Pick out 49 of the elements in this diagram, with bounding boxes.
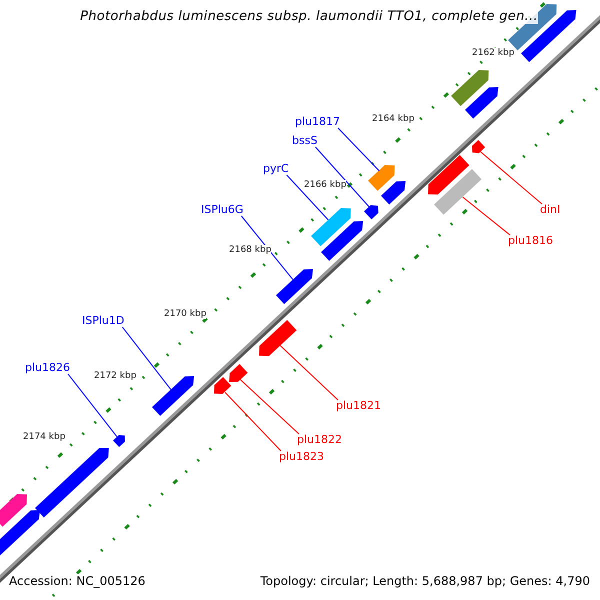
gene-feature — [112, 435, 125, 448]
scale-label: 2170 kbp — [164, 309, 206, 319]
gene-label: plu1816 — [508, 235, 554, 247]
scale-label: 2172 kbp — [94, 371, 136, 381]
gene-feature — [258, 320, 296, 356]
scale-label: 2168 kbp — [229, 245, 272, 255]
genome-summary: Topology: circular; Length: 5,688,987 bp; Genes: 4,790 — [260, 574, 590, 588]
scale-label: 2174 kbp — [23, 432, 66, 442]
gene-feature — [465, 87, 499, 120]
gene-feature — [34, 448, 109, 518]
gene-label: plu1826 — [25, 362, 70, 374]
gene-label: bssS — [292, 135, 318, 147]
gene-feature — [434, 169, 482, 215]
gene-label: plu1823 — [279, 451, 324, 463]
leader-line — [224, 392, 282, 452]
gene-feature — [472, 140, 486, 154]
gene-feature — [450, 70, 488, 106]
scale-label: 2164 kbp — [372, 114, 414, 124]
gene-feature — [276, 268, 314, 304]
leader-line — [279, 344, 338, 400]
gene-label: dinI — [540, 204, 560, 216]
gene-feature — [0, 510, 40, 555]
gene-feature — [428, 154, 470, 194]
leader-line — [462, 196, 510, 236]
gene-label: ISPlu1D — [82, 315, 124, 327]
accession-text: Accession: NC_005126 — [9, 574, 146, 588]
gene-feature — [0, 494, 27, 527]
gene-feature — [152, 376, 194, 416]
leader-line — [122, 326, 172, 390]
gene-feature — [380, 181, 406, 205]
gene-label: pyrC — [263, 163, 289, 175]
leader-line — [314, 146, 370, 208]
gene-label: plu1817 — [295, 116, 340, 128]
gene-label: plu1822 — [297, 434, 342, 446]
gene-feature — [214, 377, 232, 394]
leader-line — [338, 128, 380, 172]
gene-feature — [228, 364, 248, 382]
leader-line — [68, 374, 118, 438]
leader-line — [240, 378, 300, 434]
gene-feature — [368, 165, 395, 192]
leader-line — [480, 151, 542, 204]
scale-label: 2162 kbp — [472, 48, 514, 58]
gene-label: plu1821 — [336, 400, 382, 412]
gene-feature — [320, 221, 363, 262]
gene-feature — [310, 208, 351, 246]
gene-feature — [364, 205, 378, 220]
gene-label: ISPlu6G — [201, 204, 244, 216]
scale-label: 2166 kbp — [304, 180, 346, 190]
leader-line — [240, 216, 294, 280]
